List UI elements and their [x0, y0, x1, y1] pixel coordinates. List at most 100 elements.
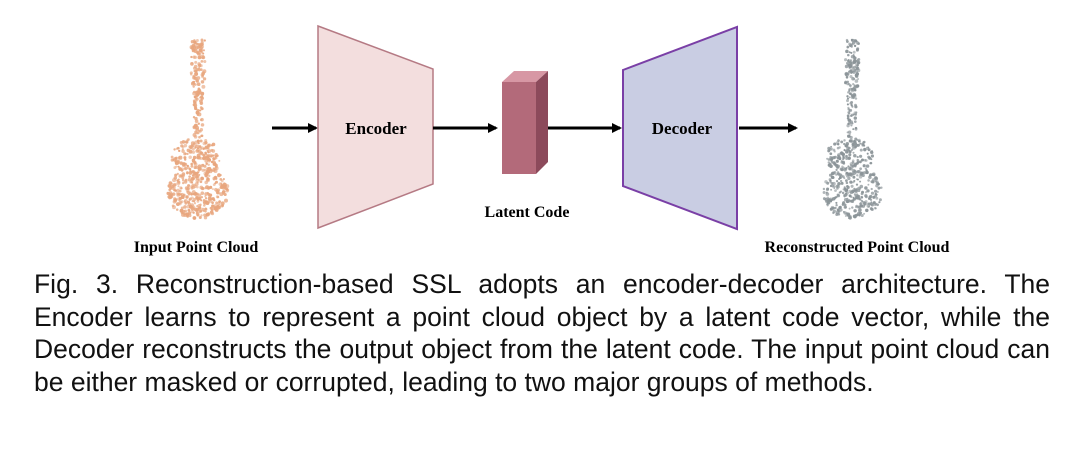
point: [168, 196, 172, 200]
point: [852, 196, 855, 199]
point: [203, 213, 207, 217]
point: [859, 180, 862, 183]
point: [198, 206, 201, 209]
point: [216, 154, 219, 157]
point: [827, 158, 831, 162]
point: [868, 174, 872, 177]
point: [175, 165, 178, 168]
point: [195, 78, 200, 83]
figure-diagram: Encoder Latent Code Decoder Input Point …: [134, 24, 950, 256]
point: [859, 201, 863, 205]
point: [847, 212, 851, 216]
point: [840, 151, 843, 154]
point: [202, 199, 207, 204]
point: [177, 178, 180, 181]
point: [880, 186, 883, 189]
point: [851, 191, 855, 194]
point: [848, 121, 852, 125]
point: [836, 208, 840, 212]
point: [864, 200, 868, 204]
point: [197, 55, 202, 60]
point: [202, 204, 206, 207]
point: [833, 142, 837, 146]
point: [216, 191, 220, 195]
point: [847, 91, 850, 94]
point: [844, 193, 848, 197]
point: [202, 209, 206, 213]
point: [871, 180, 875, 184]
point: [198, 63, 201, 66]
point: [859, 167, 862, 171]
point: [200, 176, 204, 181]
point: [874, 176, 878, 180]
point: [857, 195, 861, 198]
point: [853, 187, 856, 190]
point: [843, 168, 847, 172]
point: [854, 79, 859, 83]
point: [830, 200, 832, 203]
point: [830, 205, 835, 210]
point: [205, 185, 210, 190]
point: [187, 178, 192, 182]
point: [204, 146, 208, 150]
point: [852, 128, 855, 131]
point: [830, 159, 833, 162]
point: [847, 53, 850, 57]
point: [855, 84, 859, 89]
point: [848, 167, 852, 171]
point: [857, 205, 862, 209]
point: [220, 201, 225, 206]
point: [872, 195, 876, 199]
point: [200, 123, 205, 127]
point: [857, 208, 862, 213]
point: [825, 192, 830, 196]
point: [171, 195, 174, 198]
point: [194, 72, 199, 76]
point: [196, 200, 200, 203]
point: [870, 201, 873, 204]
point: [170, 182, 174, 187]
point: [190, 177, 195, 181]
point: [839, 174, 844, 178]
latent-code-front-face: [502, 82, 536, 174]
point: [200, 60, 204, 63]
encoder-label: Encoder: [345, 119, 407, 138]
point: [181, 140, 186, 144]
point: [190, 192, 193, 196]
point: [193, 55, 198, 60]
point: [840, 159, 843, 162]
point: [869, 162, 872, 165]
point: [190, 62, 194, 66]
point: [850, 184, 854, 188]
decoder-block: [622, 25, 738, 231]
point: [182, 181, 185, 185]
point: [202, 156, 206, 160]
point: [856, 158, 860, 162]
point: [173, 148, 176, 151]
point: [835, 168, 838, 172]
point: [217, 173, 221, 178]
point: [854, 194, 858, 198]
point: [186, 138, 190, 142]
point: [835, 179, 839, 183]
point: [853, 59, 857, 63]
point: [183, 209, 188, 213]
point: [860, 213, 864, 218]
point: [822, 191, 826, 194]
point: [851, 164, 855, 168]
point: [852, 141, 855, 144]
point: [205, 162, 208, 165]
point: [191, 170, 196, 174]
point: [198, 173, 201, 176]
point: [874, 189, 878, 193]
point: [176, 172, 179, 176]
point: [182, 193, 186, 197]
point: [849, 102, 852, 105]
point: [192, 66, 197, 70]
point: [201, 56, 205, 60]
point: [869, 207, 873, 210]
point: [170, 158, 174, 162]
point: [197, 166, 202, 171]
point: [861, 158, 864, 162]
point: [849, 199, 853, 203]
